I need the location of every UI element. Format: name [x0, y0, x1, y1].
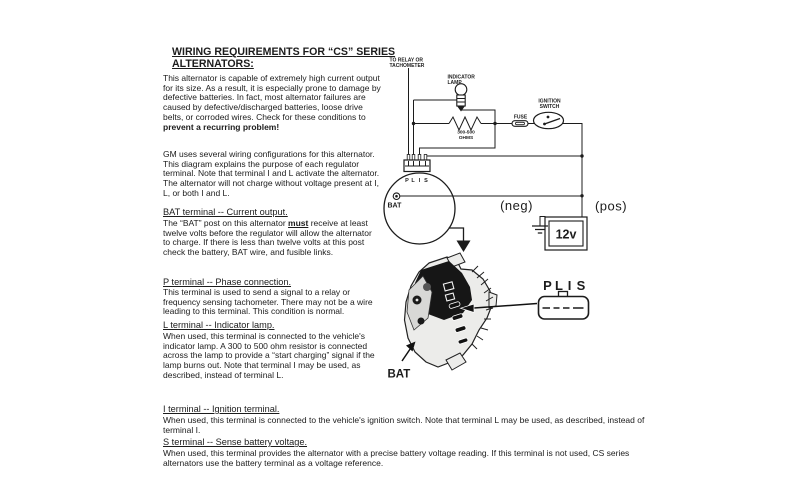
ignition-label-line2: SWITCH: [540, 104, 560, 110]
switch-contact-1: [546, 115, 550, 119]
connector-detail: [405, 161, 429, 167]
pos-label: (pos): [595, 199, 627, 214]
bat-body-post: receive at least twelve volts before the…: [163, 218, 372, 258]
battery-inner-box: [548, 220, 584, 247]
l-section-body: When used, this terminal is connected to…: [163, 331, 375, 380]
junction-dot: [580, 194, 584, 198]
battery-ground-icon: [532, 225, 548, 234]
fuse-element: [515, 121, 525, 126]
p-section-heading: P terminal -- Phase connection.: [163, 277, 292, 287]
resistor-symbol: 300-500 OHMS: [448, 115, 482, 141]
alternator-fins: [471, 265, 494, 350]
vent-slot: [457, 337, 469, 345]
lamp-base: [456, 94, 466, 107]
p-section-body: This terminal is used to send a signal t…: [163, 287, 373, 317]
wire-s-terminal: [425, 155, 582, 160]
junction-dots: [411, 121, 584, 198]
wire-switch-to-battery: [528, 123, 583, 217]
bat-body-pre: The “BAT” post on this alternator: [163, 218, 289, 228]
alternator-bottom-lug: [445, 352, 467, 371]
i-section-heading: I terminal -- Ignition terminal.: [163, 404, 280, 414]
lamp-label-line1: INDICATOR: [448, 75, 476, 81]
alternator-detail-1: [442, 281, 455, 292]
lamp-tip: [457, 106, 465, 112]
vent-slot: [451, 313, 464, 321]
doc-title-line1: WIRING REQUIREMENTS FOR “CS” SERIES: [172, 46, 396, 58]
switch-body-icon: [532, 111, 565, 130]
plis-connector-callout: P L I S: [459, 278, 590, 320]
fuse-body-icon: [511, 120, 529, 127]
pin-letter-p: P: [405, 178, 409, 184]
alternator-schematic-circle: [383, 172, 456, 245]
neg-label: (neg): [500, 198, 533, 213]
junction-dot: [580, 154, 584, 158]
alternator-detail-2: [444, 292, 456, 302]
alternator-detail-3: [423, 283, 431, 291]
junction-dot: [411, 121, 416, 126]
intro-paragraph: This alternator is capable of extremely …: [163, 73, 381, 132]
vent-slot: [448, 301, 461, 309]
pin-letter-l: L: [411, 178, 415, 184]
intro-bold: prevent a recurring problem!: [163, 121, 280, 132]
bat-post-center: [395, 194, 398, 198]
vent-slot: [454, 325, 467, 333]
l-section-heading: L terminal -- Indicator lamp.: [163, 320, 275, 330]
doc-title-line2: ALTERNATORS:: [172, 57, 254, 70]
s-section-body: When used, this terminal provides the al…: [163, 448, 630, 468]
pin-letter-s: S: [424, 178, 428, 184]
ground-arrow-icon: [456, 240, 471, 252]
alternator-side-boss: [488, 291, 498, 309]
to-relay-line2: TACHOMETER: [390, 63, 425, 69]
resistor-label-line2: OHMS: [459, 135, 474, 141]
bat-callout: BAT: [388, 341, 416, 381]
bat-terminal: BAT: [388, 192, 403, 210]
plis-letter-s: S: [577, 278, 586, 293]
i-section-body: When used, this terminal is connected to…: [163, 415, 645, 435]
bat-body-must: must: [288, 218, 309, 228]
gm-paragraph: GM uses several wiring configurations fo…: [163, 149, 380, 198]
lamp-base-threads: [456, 98, 466, 103]
plis-letter-l: L: [555, 278, 563, 293]
plis-arrow-line: [473, 302, 538, 309]
plis-letter-p: P: [543, 278, 552, 293]
doc-title: WIRING REQUIREMENTS FOR “CS” SERIES ALTE…: [172, 46, 396, 70]
ignition-label-line1: IGNITION: [538, 99, 561, 105]
bat-arrowhead-icon: [406, 341, 416, 352]
junction-dot: [493, 121, 497, 126]
alternator-hole-highlight: [415, 298, 419, 302]
bat-callout-label: BAT: [388, 369, 411, 381]
switch-lever: [544, 117, 561, 125]
battery-voltage-label: 12v: [556, 228, 577, 242]
battery-ground-lead: [539, 216, 546, 226]
alternator-illustration: [403, 252, 498, 371]
alternator-vent-slots: [448, 301, 469, 345]
regulator-connector-block: P L I S: [403, 154, 431, 184]
resistor-label-line1: 300-500: [457, 130, 475, 136]
s-section-heading: S terminal -- Sense battery voltage.: [163, 437, 308, 447]
fuse-label: FUSE: [514, 115, 528, 121]
pin-letter-i: I: [419, 178, 421, 184]
intro-text: This alternator is capable of extremely …: [163, 73, 381, 122]
alternator-hole-2: [417, 317, 425, 325]
battery-symbol: 12v: [532, 216, 588, 251]
plis-arrowhead-icon: [459, 303, 475, 313]
fuse-symbol: FUSE: [511, 115, 529, 127]
wire-case-ground: [448, 227, 465, 241]
bat-terminal-label: BAT: [388, 203, 403, 210]
bat-arrow-line: [401, 346, 413, 362]
to-relay-label: TO RELAY OR TACHOMETER: [390, 58, 425, 70]
bat-section-heading: BAT terminal -- Current output.: [163, 207, 288, 217]
indicator-lamp-symbol: INDICATOR LAMP: [448, 75, 476, 112]
lamp-label-line2: LAMP: [448, 80, 463, 86]
to-relay-line1: TO RELAY OR: [390, 58, 424, 64]
bat-section-body: The “BAT” post on this alternator must r…: [163, 218, 381, 258]
plis-letter-i: I: [568, 278, 572, 293]
ignition-switch-symbol: IGNITION SWITCH: [532, 99, 565, 130]
resistor-zigzag: [448, 115, 482, 132]
